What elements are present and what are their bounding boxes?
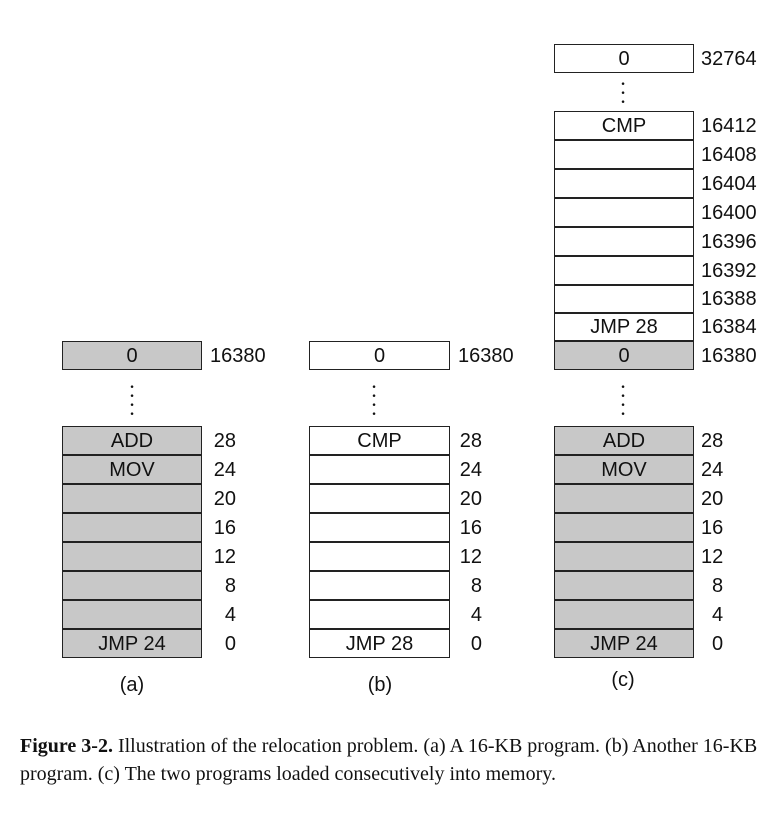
memory-cell xyxy=(309,484,450,513)
address-label: 16400 xyxy=(701,202,757,224)
address-label: 12 xyxy=(459,546,482,568)
memory-cell xyxy=(554,198,694,227)
address-label: 16 xyxy=(459,517,482,539)
memory-cell-top: 0 xyxy=(309,341,450,370)
memory-cell: ADD xyxy=(62,426,202,455)
ellipsis-dots: ··· xyxy=(619,71,627,114)
caption-text: Illustration of the relocation problem. … xyxy=(20,735,758,785)
address-label: 4 xyxy=(712,604,724,626)
memory-cell: MOV xyxy=(554,455,694,484)
address-label: 16380 xyxy=(701,345,757,367)
address-label: 24 xyxy=(213,459,236,481)
memory-cell xyxy=(554,169,694,198)
address-label: 16404 xyxy=(701,173,757,195)
memory-cell xyxy=(554,256,694,285)
address-label: 16396 xyxy=(701,231,757,253)
address-label: 4 xyxy=(470,604,482,626)
memory-cell xyxy=(62,600,202,629)
address-label: 16 xyxy=(213,517,236,539)
figure-caption: Figure 3-2. Illustration of the relocati… xyxy=(20,732,760,788)
memory-cell: CMP xyxy=(309,426,450,455)
memory-cell: MOV xyxy=(62,455,202,484)
address-label: 16408 xyxy=(701,144,757,166)
panel-label: (a) xyxy=(119,674,145,696)
memory-cell: JMP 28 xyxy=(554,313,694,341)
memory-cell: JMP 28 xyxy=(309,629,450,658)
address-label: 28 xyxy=(701,430,724,452)
memory-cell xyxy=(309,513,450,542)
address-label: 28 xyxy=(459,430,482,452)
address-label: 20 xyxy=(459,488,482,510)
ellipsis-dots: ···· xyxy=(128,374,136,426)
address-label: 24 xyxy=(459,459,482,481)
address-label: 8 xyxy=(470,575,482,597)
panel-label: (b) xyxy=(367,674,393,696)
memory-cell xyxy=(554,600,694,629)
address-label: 0 xyxy=(712,633,724,655)
memory-cell xyxy=(554,484,694,513)
memory-cell-top: 0 xyxy=(554,44,694,73)
address-label: 16384 xyxy=(701,316,757,338)
address-label: 24 xyxy=(701,459,724,481)
memory-cell-top: 0 xyxy=(62,341,202,370)
memory-cell: JMP 24 xyxy=(62,629,202,658)
address-label: 8 xyxy=(712,575,724,597)
address-label: 16380 xyxy=(210,345,266,367)
address-label: 16392 xyxy=(701,260,757,282)
memory-cell xyxy=(62,542,202,571)
memory-cell: JMP 24 xyxy=(554,629,694,658)
address-label: 12 xyxy=(213,546,236,568)
memory-cell xyxy=(554,571,694,600)
memory-cell: 0 xyxy=(554,341,694,370)
address-label: 20 xyxy=(213,488,236,510)
panel-label: (c) xyxy=(611,669,635,691)
address-label: 20 xyxy=(701,488,724,510)
memory-cell xyxy=(62,484,202,513)
memory-cell xyxy=(309,600,450,629)
address-label: 16380 xyxy=(458,345,514,367)
figure-label: Figure 3-2. xyxy=(20,735,113,757)
memory-cell xyxy=(554,227,694,256)
address-label: 0 xyxy=(470,633,482,655)
memory-cell: ADD xyxy=(554,426,694,455)
memory-cell xyxy=(554,513,694,542)
address-label: 12 xyxy=(701,546,724,568)
memory-cell xyxy=(62,571,202,600)
memory-cell xyxy=(309,571,450,600)
address-label: 32764 xyxy=(701,48,757,70)
address-label: 4 xyxy=(224,604,236,626)
ellipsis-dots: ···· xyxy=(619,374,627,426)
memory-cell: CMP xyxy=(554,111,694,140)
memory-cell xyxy=(554,285,694,313)
address-label: 16 xyxy=(701,517,724,539)
address-label: 16388 xyxy=(701,288,757,310)
memory-cell xyxy=(554,542,694,571)
address-label: 0 xyxy=(224,633,236,655)
address-label: 16412 xyxy=(701,115,757,137)
ellipsis-dots: ···· xyxy=(370,374,378,426)
memory-cell xyxy=(554,140,694,169)
address-label: 8 xyxy=(224,575,236,597)
address-label: 28 xyxy=(213,430,236,452)
memory-cell xyxy=(309,542,450,571)
memory-cell xyxy=(62,513,202,542)
memory-cell xyxy=(309,455,450,484)
